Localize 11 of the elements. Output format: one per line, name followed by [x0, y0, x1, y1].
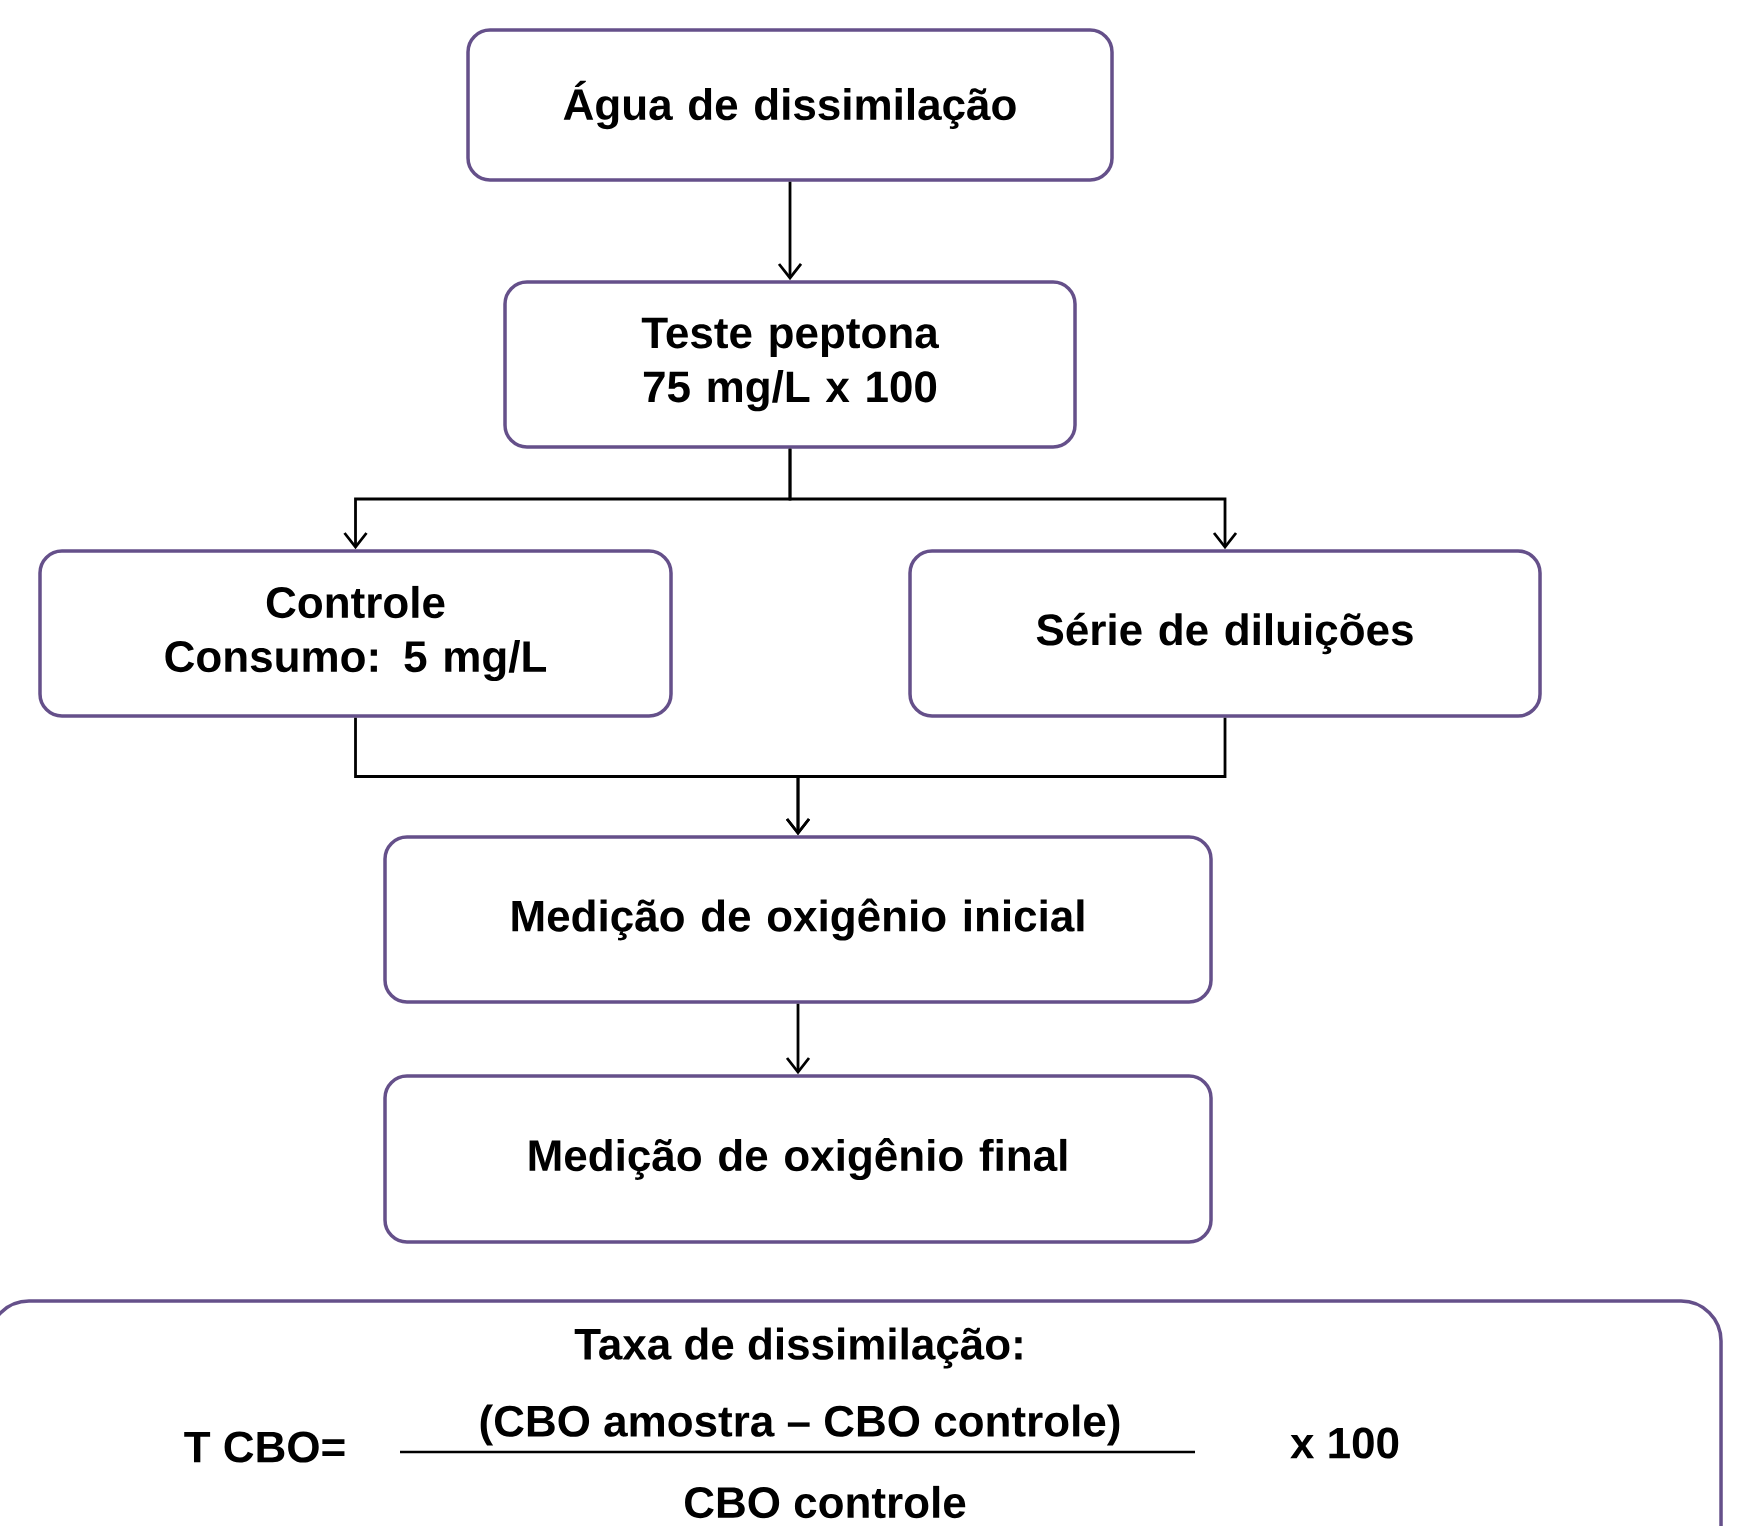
- process-box: Medição de oxigênio final: [383, 1074, 1213, 1244]
- process-box: Controle Consumo: 5 mg/L: [38, 549, 673, 718]
- arrow: [788, 448, 1238, 550]
- process-box: Medição de oxigênio inicial: [383, 835, 1213, 1004]
- process-box: Teste peptona 75 mg/L x 100: [503, 280, 1077, 449]
- arrow: [777, 181, 803, 281]
- arrow: [785, 1003, 811, 1075]
- arrow: [785, 717, 1227, 836]
- process-box: Série de diluições: [908, 549, 1542, 718]
- process-box: Água de dissimilação: [466, 28, 1114, 182]
- formula-box: Taxa de dissimilação: T CBO= (CBO amostra – CBO controle) CBO controle x 100: [0, 1299, 1723, 1526]
